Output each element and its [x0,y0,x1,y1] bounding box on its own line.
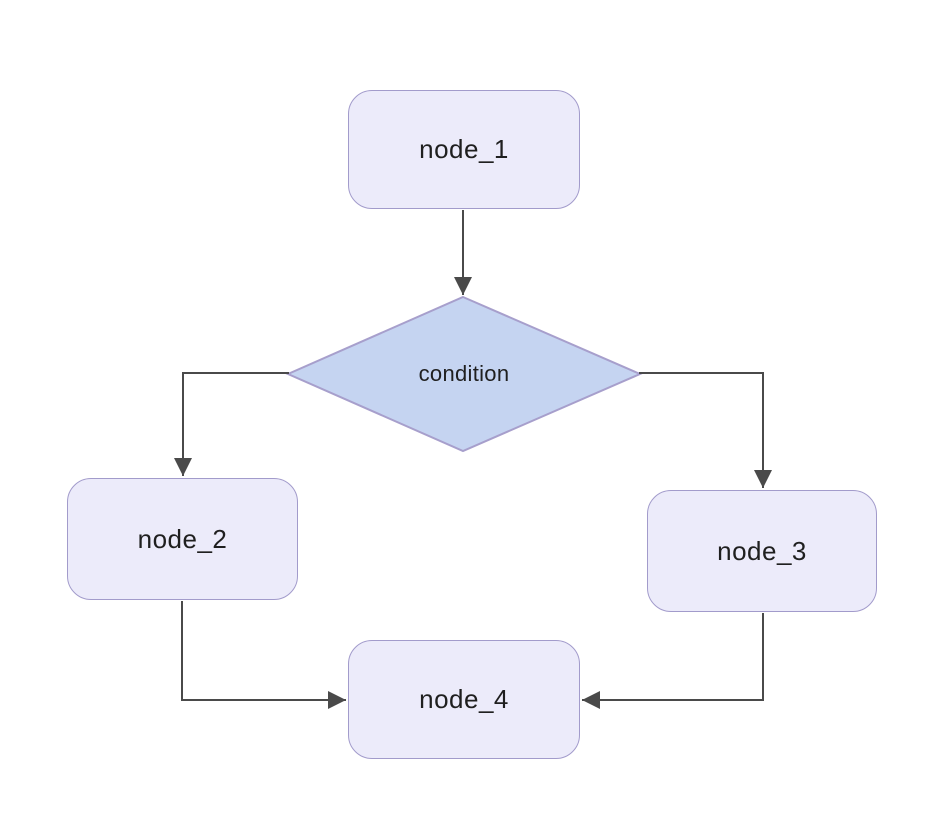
node-node_4: node_4 [348,640,580,759]
edge-condition-to-node2 [174,372,289,476]
node-node_1: node_1 [348,90,580,209]
decision-diamond-shape [285,295,643,453]
node-node_4-label: node_4 [419,684,509,714]
node-node_2: node_2 [67,478,298,600]
node-node_1-label: node_1 [419,134,509,164]
edge-condition-to-node3 [639,372,772,488]
edge-node2-to-node4 [181,601,346,709]
node-node_2-label: node_2 [137,523,228,554]
node-node_3-label: node_3 [717,535,807,566]
edge-node3-to-node4 [582,613,764,709]
node-node_3: node_3 [647,490,877,612]
